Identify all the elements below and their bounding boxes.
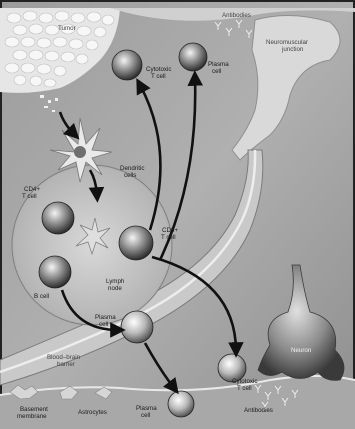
label-plasma-bottom-1: Plasma: [136, 405, 157, 412]
label-antibodies-top: Antibodies: [222, 12, 251, 19]
label-plasma-mid-2: cell: [99, 321, 108, 328]
label-tumor: Tumor: [58, 25, 76, 32]
label-dendritic-1: Dendritic: [120, 165, 144, 172]
label-neuromuscular-2: junction: [281, 46, 304, 53]
label-cd4-1: CD4+: [24, 186, 40, 193]
label-plasma-top-1: Plasma: [208, 61, 229, 68]
label-b-cell: B cell: [34, 293, 49, 300]
label-basement-1: Basement: [20, 406, 48, 413]
label-plasma-mid-1: Plasma: [95, 314, 116, 321]
cell-plasma-top: [179, 43, 207, 71]
label-cytotoxic-top-1: Cytotoxic: [146, 66, 171, 73]
cell-cd4: [42, 202, 74, 234]
label-lymph-1: Lymph: [106, 278, 125, 285]
label-plasma-bottom-2: cell: [141, 412, 150, 419]
label-basement-2: membrane: [17, 413, 47, 420]
cell-plasma-bottom: [168, 391, 194, 417]
label-neuron: Neuron: [291, 347, 312, 354]
label-astrocytes: Astrocytes: [78, 409, 107, 416]
cell-cd8: [119, 226, 153, 260]
label-cd8-2: T cell: [161, 234, 176, 241]
label-bbb-1: Blood–brain: [47, 354, 81, 361]
label-plasma-top-2: cell: [212, 68, 221, 75]
cell-cytotoxic-top: [112, 50, 142, 80]
label-antibodies-bottom: Antibodies: [244, 407, 273, 414]
cell-plasma-mid: [121, 311, 153, 343]
label-lymph-2: node: [108, 285, 122, 292]
label-cytotoxic-bottom-2: T cell: [237, 385, 252, 392]
label-neuromuscular-1: Neuromuscular: [266, 39, 308, 46]
label-cytotoxic-bottom-1: Cytotoxic: [232, 378, 257, 385]
label-dendritic-2: cells: [124, 172, 136, 179]
label-cytotoxic-top-2: T cell: [151, 73, 166, 80]
label-cd8-1: CD8+: [162, 227, 178, 234]
label-bbb-2: barrier: [57, 361, 75, 368]
label-cd4-2: T cell: [22, 193, 37, 200]
cell-b: [39, 256, 71, 288]
